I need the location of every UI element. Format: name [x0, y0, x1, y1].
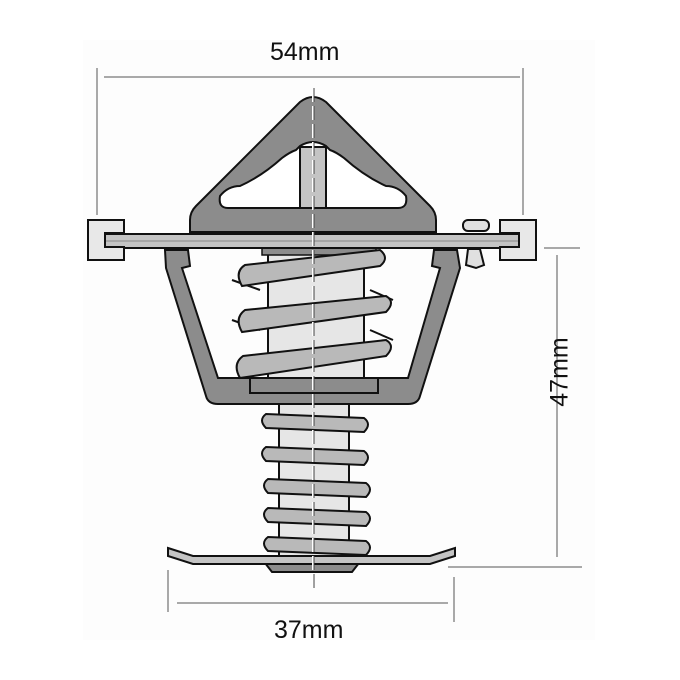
right-edge-clip: [499, 219, 537, 261]
lower-spring: [261, 412, 371, 557]
dimension-height: 47mm: [545, 337, 574, 407]
dimension-width-top: 54mm: [270, 38, 340, 66]
dimension-lines: [96, 68, 582, 622]
jiggle-valve: [462, 219, 490, 270]
left-edge-clip: [87, 219, 125, 261]
bottom-plate: [167, 546, 456, 573]
dimension-width-bottom: 37mm: [274, 616, 344, 644]
